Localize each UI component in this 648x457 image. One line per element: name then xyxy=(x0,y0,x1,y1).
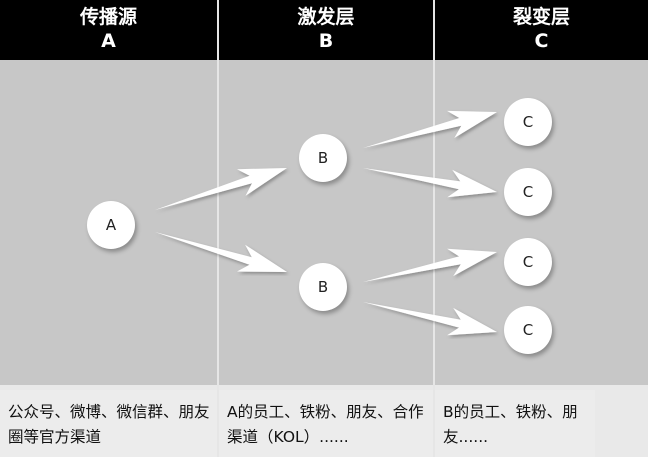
header-title: 传播源 xyxy=(79,6,137,28)
arrow-3 xyxy=(363,168,497,198)
node-a: A xyxy=(87,201,135,249)
arrow-0 xyxy=(155,168,287,210)
arrow-1 xyxy=(155,232,287,272)
node-b2: B xyxy=(299,263,347,311)
header-letter: A xyxy=(101,30,116,52)
node-c4: C xyxy=(504,306,552,354)
header-title: 裂变层 xyxy=(512,6,570,28)
source-description: 公众号、微博、微信群、朋友圈等官方渠道 xyxy=(0,390,217,457)
trigger-description: A的员工、铁粉、朋友、合作渠道（KOL）...... xyxy=(219,390,433,457)
node-b1: B xyxy=(299,134,347,182)
header-letter: C xyxy=(534,30,549,52)
arrow-4 xyxy=(363,248,497,282)
node-c1: C xyxy=(504,98,552,146)
fission-description: B的员工、铁粉、朋友...... xyxy=(435,390,595,457)
arrow-5 xyxy=(363,302,497,336)
arrow-2 xyxy=(363,110,497,148)
column-divider xyxy=(217,0,219,457)
header-title: 激发层 xyxy=(297,6,355,28)
column-divider xyxy=(433,0,435,457)
header-letter: B xyxy=(318,30,334,52)
node-c2: C xyxy=(504,168,552,216)
node-c3: C xyxy=(504,238,552,286)
